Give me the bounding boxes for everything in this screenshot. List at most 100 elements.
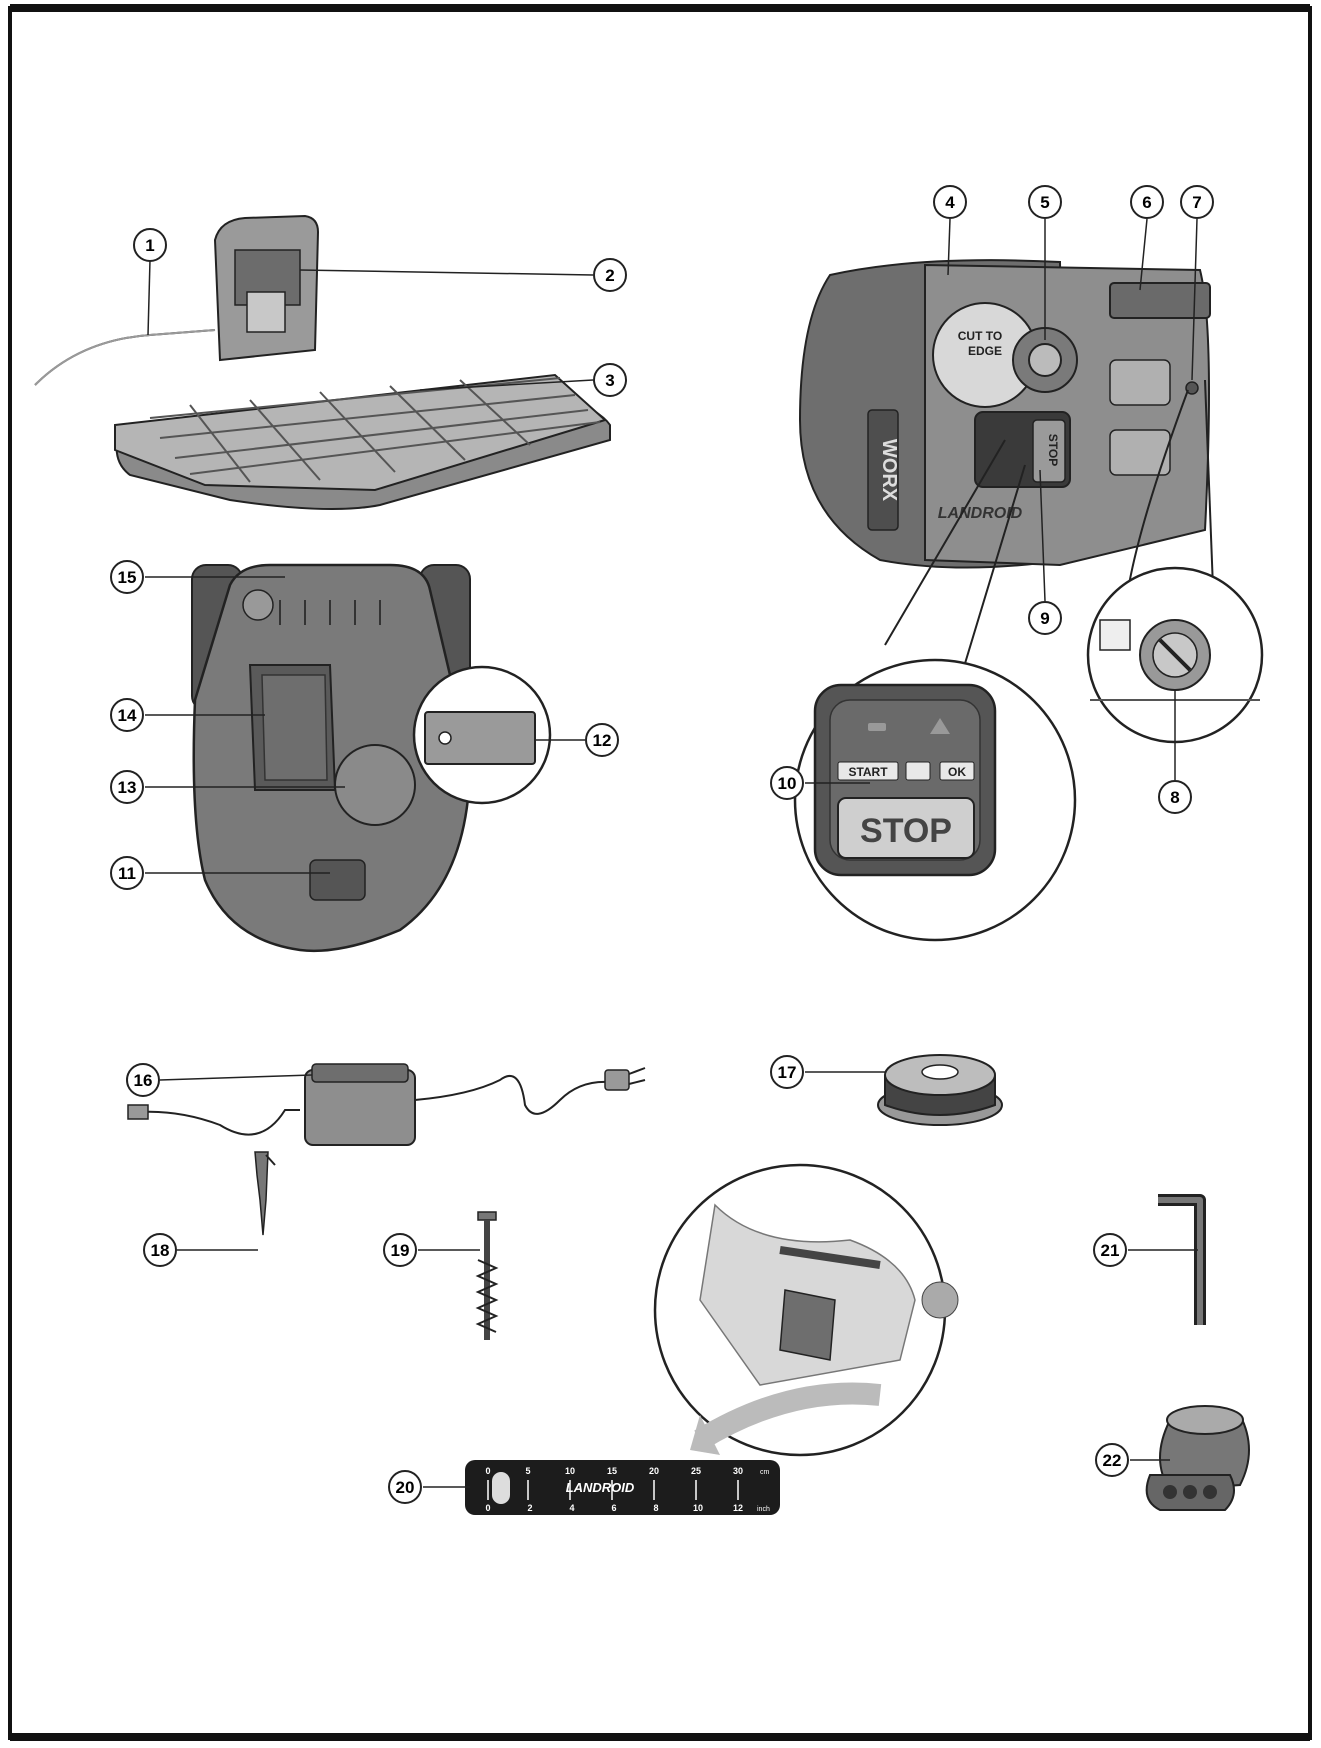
hex-key-illustration — [1158, 1194, 1206, 1325]
callout-circle-15 — [110, 560, 144, 594]
callout-circle-4 — [933, 185, 967, 219]
callout-leaders — [145, 218, 1198, 1488]
callout-20: 20 — [388, 1470, 422, 1504]
callout-10: 10 — [770, 766, 804, 800]
callout-22: 22 — [1095, 1443, 1129, 1477]
charging-base-illustration — [34, 214, 611, 510]
callout-number-9: 9 — [1040, 609, 1049, 628]
callout-leader-16 — [159, 1074, 313, 1081]
callout-circle-1 — [133, 228, 167, 262]
callout-circle-7 — [1180, 185, 1214, 219]
callout-number-8: 8 — [1170, 788, 1179, 807]
callout-circle-10 — [770, 766, 804, 800]
door-open-magnifier — [653, 1163, 959, 1457]
cut-to-edge-label-bottom: EDGE — [968, 344, 1002, 358]
stop-button-label: STOP — [860, 812, 952, 850]
callout-number-4: 4 — [945, 193, 955, 212]
bottom-bar — [10, 1733, 1310, 1741]
callout-circle-5 — [1028, 185, 1062, 219]
blade-magnifier — [412, 665, 552, 805]
start-button-label: START — [848, 765, 888, 779]
callout-circle-9 — [1028, 601, 1062, 635]
callout-number-14: 14 — [118, 706, 137, 725]
ruler-inch-label: 10 — [693, 1503, 703, 1513]
callout-number-22: 22 — [1103, 1451, 1122, 1470]
wire-spool-illustration — [877, 1054, 1003, 1126]
callout-3: 3 — [593, 363, 627, 397]
callout-9: 9 — [1028, 601, 1062, 635]
ruler-cm-label: 30 — [733, 1466, 743, 1476]
callout-leader-2 — [299, 269, 594, 276]
callout-18: 18 — [143, 1233, 177, 1267]
ok-button-label: OK — [948, 765, 966, 779]
callout-12: 12 — [585, 723, 619, 757]
wire-connector-illustration — [1145, 1405, 1250, 1511]
ruler-inch-label: 2 — [527, 1503, 532, 1513]
mower-stop-side-label: STOP — [1046, 434, 1060, 466]
callout-number-19: 19 — [391, 1241, 410, 1260]
callout-circle-3 — [593, 363, 627, 397]
callout-leader-3 — [419, 379, 594, 391]
callout-number-18: 18 — [151, 1241, 170, 1260]
callout-leader-9 — [1039, 469, 1046, 602]
callout-circle-16 — [126, 1063, 160, 1097]
callout-17: 17 — [770, 1055, 804, 1089]
control-panel-magnifier: START OK STOP — [793, 658, 1077, 942]
callout-11: 11 — [110, 856, 144, 890]
ruler-inch-label: 8 — [653, 1503, 658, 1513]
callout-13: 13 — [110, 770, 144, 804]
cut-to-edge-label-top: CUT TO — [958, 329, 1002, 343]
ruler-brand-label: LANDROID — [566, 1480, 635, 1495]
callout-number-15: 15 — [118, 568, 137, 587]
callout-number-13: 13 — [118, 778, 137, 797]
callout-circle-12 — [585, 723, 619, 757]
callout-1: 1 — [133, 228, 167, 262]
callout-number-2: 2 — [605, 266, 614, 285]
callout-leader-1 — [147, 259, 151, 336]
ruler-inch-label: 12 — [733, 1503, 743, 1513]
callout-circle-11 — [110, 856, 144, 890]
ruler-cm-label: 15 — [607, 1466, 617, 1476]
ruler-cm-label: 25 — [691, 1466, 701, 1476]
callout-circle-22 — [1095, 1443, 1129, 1477]
ruler-cm-label: 10 — [565, 1466, 575, 1476]
callout-leader-7 — [1191, 218, 1198, 381]
callout-15: 15 — [110, 560, 144, 594]
callout-leader-6 — [1139, 218, 1148, 291]
callout-circle-2 — [593, 258, 627, 292]
screw-illustration — [475, 1211, 499, 1340]
ruler-cm-unit: cm — [760, 1469, 770, 1476]
callout-number-6: 6 — [1142, 193, 1151, 212]
ruler-inch-label: 0 — [485, 1503, 490, 1513]
ruler-cm-label: 0 — [485, 1466, 490, 1476]
callout-circle-20 — [388, 1470, 422, 1504]
callout-circle-8 — [1158, 780, 1192, 814]
callout-7: 7 — [1180, 185, 1214, 219]
top-bar — [10, 4, 1310, 12]
callout-number-1: 1 — [145, 236, 154, 255]
callout-number-5: 5 — [1040, 193, 1049, 212]
callout-circle-13 — [110, 770, 144, 804]
ruler-inch-label: 4 — [569, 1503, 574, 1513]
callout-4: 4 — [933, 185, 967, 219]
mower-brand-label: WORX — [878, 439, 900, 502]
callout-21: 21 — [1093, 1233, 1127, 1267]
callout-leader-4 — [947, 218, 951, 276]
callout-number-3: 3 — [605, 371, 614, 390]
power-supply-illustration — [127, 1063, 646, 1146]
callout-14: 14 — [110, 698, 144, 732]
rain-sensor-magnifier — [1086, 379, 1264, 744]
callout-number-10: 10 — [778, 774, 797, 793]
peg-illustration — [254, 1151, 276, 1236]
callout-6: 6 — [1130, 185, 1164, 219]
callout-number-7: 7 — [1192, 193, 1201, 212]
callout-number-17: 17 — [778, 1063, 797, 1082]
callout-number-16: 16 — [134, 1071, 153, 1090]
callout-16: 16 — [126, 1063, 160, 1097]
callout-circle-21 — [1093, 1233, 1127, 1267]
callout-number-11: 11 — [118, 864, 136, 883]
